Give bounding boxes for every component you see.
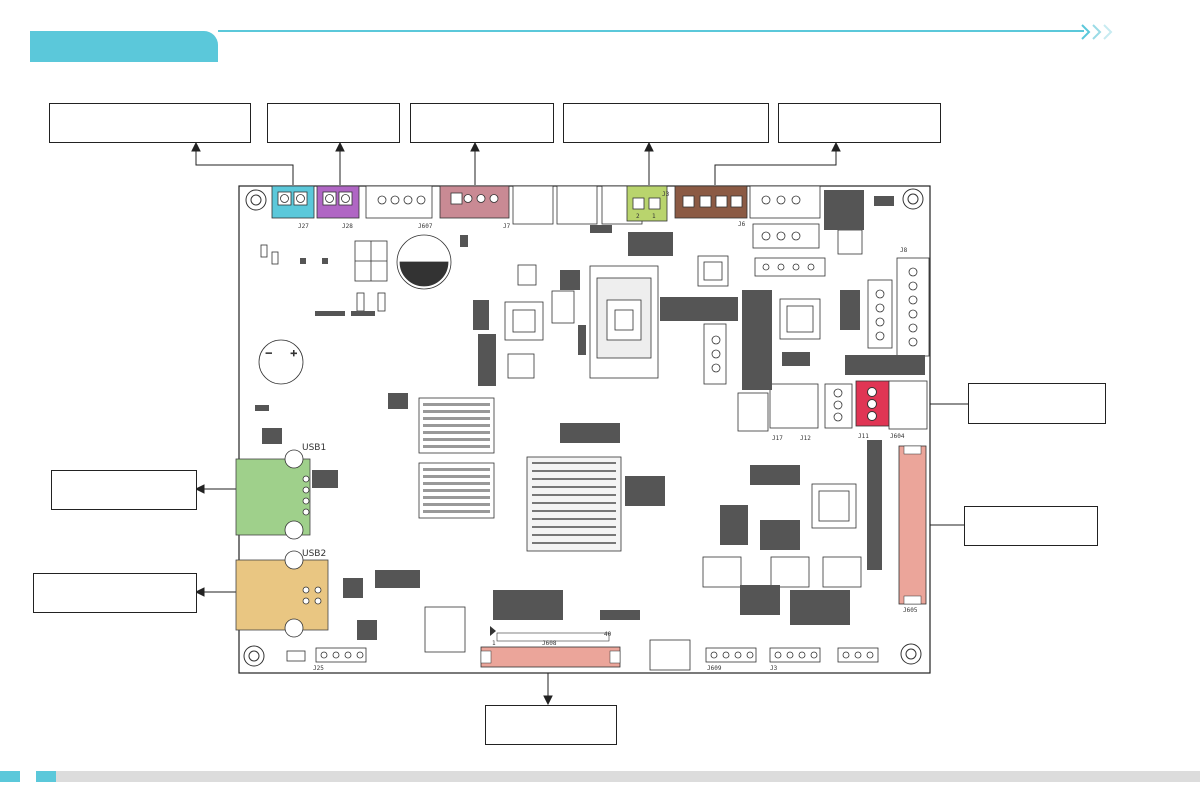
callout-box-j608 bbox=[485, 705, 617, 745]
lime-pin-1: 1 bbox=[652, 213, 656, 220]
callout-box-j28 bbox=[267, 103, 400, 143]
callout-box-j3 bbox=[563, 103, 769, 143]
callout-box-j11 bbox=[968, 383, 1106, 424]
top-connector-row bbox=[271, 185, 821, 249]
lime-pin-2: 2 bbox=[636, 213, 640, 220]
passive-components bbox=[255, 190, 925, 640]
svg-text:−: − bbox=[265, 349, 273, 359]
ram-chips bbox=[418, 397, 495, 519]
processor-bga bbox=[526, 456, 622, 552]
callout-box-usb1 bbox=[51, 470, 197, 510]
j7-label: J7 bbox=[503, 223, 511, 230]
bottom-pin-headers bbox=[286, 647, 879, 663]
j608-label: J608 bbox=[542, 640, 557, 647]
j3-label: J3 bbox=[662, 191, 670, 198]
header-rule bbox=[218, 30, 1084, 32]
red-connector bbox=[855, 380, 928, 430]
callout-box-fpc-right bbox=[964, 506, 1098, 546]
footer-marker bbox=[36, 771, 56, 782]
mounting-hole-icon bbox=[243, 188, 924, 667]
j605-label: J605 bbox=[903, 607, 918, 614]
right-fpc-header bbox=[898, 445, 927, 605]
j17-label: J17 bbox=[772, 435, 783, 442]
footer-bar bbox=[56, 771, 1200, 782]
upper-bga bbox=[589, 265, 659, 379]
left-components: −+ bbox=[258, 234, 452, 385]
callout-box-j6 bbox=[778, 103, 941, 143]
j12-label: J12 bbox=[800, 435, 811, 442]
j604-label: J604 bbox=[890, 433, 905, 440]
j8-label: J8 bbox=[900, 247, 908, 254]
j11-label: J11 bbox=[858, 433, 869, 440]
small-ics bbox=[424, 229, 930, 671]
j608-pin1: 1 bbox=[492, 640, 496, 647]
j25-label: J25 bbox=[313, 665, 324, 672]
j608-pin40: 40 bbox=[604, 631, 612, 638]
chevron-right-icon bbox=[1081, 24, 1113, 40]
callout-box-j27 bbox=[49, 103, 251, 143]
j609-label: J609 bbox=[707, 665, 722, 672]
footer-marker bbox=[0, 771, 20, 782]
j6-label: J6 bbox=[738, 221, 746, 228]
j3b-label: J3 bbox=[770, 665, 778, 672]
j607-label: J607 bbox=[418, 223, 433, 230]
bottom-fpc-header bbox=[480, 626, 621, 668]
svg-text:+: + bbox=[290, 349, 298, 359]
usb1-label: USB1 bbox=[302, 443, 326, 453]
j28-label: J28 bbox=[342, 223, 353, 230]
j27-label: J27 bbox=[298, 223, 309, 230]
usb2-label: USB2 bbox=[302, 549, 326, 559]
header-tab bbox=[30, 31, 218, 62]
callout-box-j7 bbox=[410, 103, 554, 143]
callout-box-usb2 bbox=[33, 573, 197, 613]
usb2-port bbox=[235, 559, 329, 631]
